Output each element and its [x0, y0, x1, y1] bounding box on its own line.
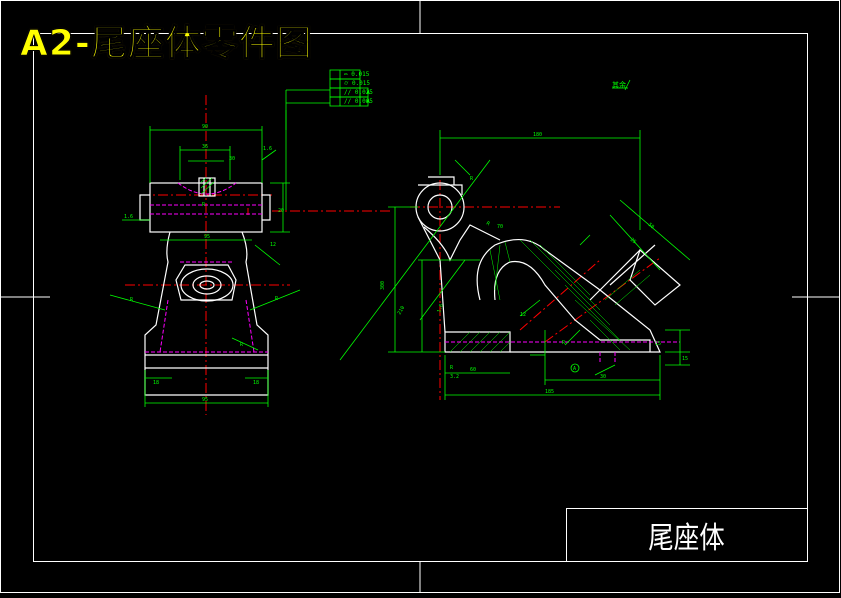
svg-text:12: 12 [270, 242, 276, 248]
svg-text:90: 90 [202, 124, 208, 130]
svg-text:15: 15 [655, 341, 661, 347]
tolerance-symbol: ⌓ [344, 71, 348, 78]
tolerance-value: 0.025 [354, 89, 373, 96]
svg-text:25: 25 [629, 237, 637, 245]
svg-text:300: 300 [380, 281, 386, 290]
svg-text:20: 20 [278, 208, 284, 214]
svg-text:R: R [470, 176, 474, 182]
front-view: 90 36 30 R 20 1.6 18 18 95 95 R R R 12 1… [109, 89, 390, 415]
svg-text:60: 60 [470, 367, 476, 373]
svg-text:18: 18 [253, 380, 259, 386]
roughness-note: 其余 [612, 81, 626, 89]
tolerance-row: ⌓ 0.015 [344, 70, 373, 79]
tolerance-symbol: // [344, 89, 352, 96]
tolerance-frames [329, 69, 369, 107]
svg-text:70: 70 [497, 224, 503, 230]
svg-text:1.6: 1.6 [263, 146, 272, 152]
svg-text:180: 180 [533, 132, 542, 138]
svg-text:1.6: 1.6 [124, 214, 133, 220]
svg-text:30: 30 [600, 374, 606, 380]
drawing-title: A2-尾座体零件图 [20, 23, 313, 65]
svg-text:R: R [450, 365, 454, 371]
side-view: 180 300 210 185 60 R 3.2 30 15 15 50 25 … [339, 79, 691, 400]
svg-text:R: R [275, 296, 279, 302]
svg-text:210: 210 [397, 305, 407, 316]
svg-text:R: R [240, 342, 244, 348]
svg-text:185: 185 [545, 389, 554, 395]
title-block [566, 508, 808, 562]
svg-text:18: 18 [153, 380, 159, 386]
svg-text:12: 12 [520, 312, 526, 318]
title-block-part-name: 尾座体 [648, 521, 725, 556]
svg-text:15: 15 [682, 356, 688, 362]
svg-text:R: R [485, 221, 491, 228]
svg-text:A: A [573, 366, 576, 372]
svg-text:95: 95 [202, 397, 208, 403]
svg-text:R: R [562, 340, 566, 346]
tolerance-row: ⌭ 0.015 [344, 79, 373, 88]
tolerance-symbol: // [344, 98, 352, 105]
tolerance-value: 0.015 [351, 71, 370, 78]
svg-text:3.2: 3.2 [450, 374, 459, 380]
datum-ref: A [366, 89, 370, 96]
svg-text:R: R [130, 297, 134, 303]
datum-ref: A [366, 98, 370, 105]
tolerance-value: 0.015 [351, 80, 370, 87]
tolerance-value: 0.005 [354, 98, 373, 105]
svg-text:50: 50 [647, 222, 655, 230]
section-hatch [449, 239, 651, 353]
svg-text:95: 95 [204, 234, 210, 240]
svg-text:30: 30 [229, 156, 235, 162]
tolerance-symbol: ⌭ [344, 80, 349, 87]
svg-text:R: R [202, 202, 206, 208]
svg-text:1.6: 1.6 [436, 303, 445, 314]
svg-text:36: 36 [202, 144, 208, 150]
